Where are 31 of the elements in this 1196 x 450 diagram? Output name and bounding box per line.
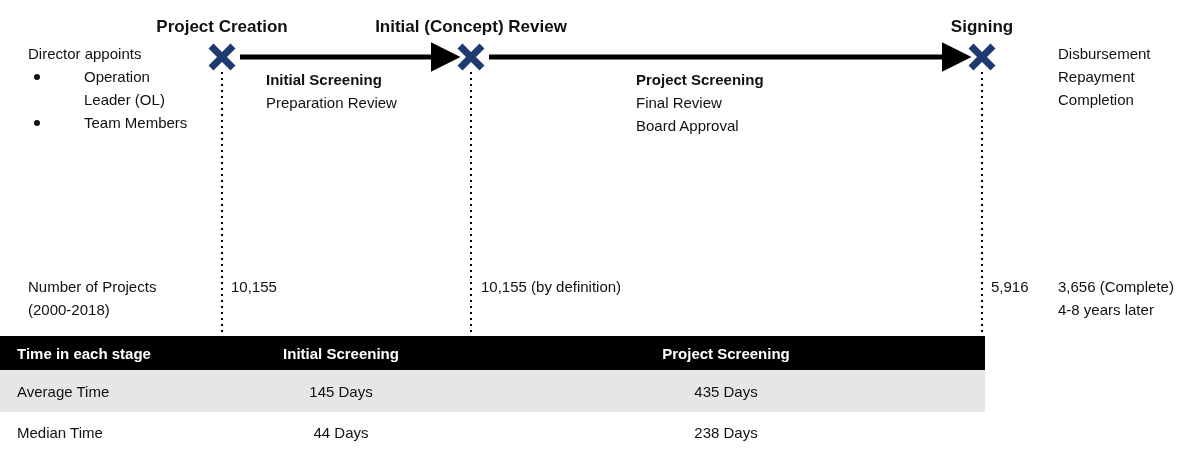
count-value: 3,656 (Complete) (1058, 277, 1174, 297)
milestone-title: Initial (Concept) Review (375, 17, 567, 37)
stage-step: Board Approval (636, 114, 739, 137)
table-header: Time in each stage (17, 344, 151, 364)
table-cell-text: Average Time (17, 382, 110, 402)
outcome-text: Completion (1058, 90, 1134, 110)
table-cell-text: 435 Days (694, 382, 758, 402)
count-value: 10,155 (by definition) (481, 277, 622, 297)
table-cell-text: 44 Days (313, 423, 369, 443)
outcome-text: Repayment (1058, 67, 1135, 87)
bullet-item: Operation Leader (OL) (84, 67, 166, 110)
table-header: Initial Screening (283, 344, 399, 364)
row-label: Number of Projects (2000-2018) (28, 277, 158, 320)
table-cell-text: Median Time (17, 423, 103, 443)
count-value: 10,155 (231, 277, 277, 297)
milestone-title: Signing (950, 17, 1014, 37)
table-header: Project Screening (662, 344, 790, 364)
arrow (240, 42, 461, 72)
outcome-text: Disbursement (1058, 44, 1151, 64)
arrow (489, 42, 972, 72)
milestone-title: Project Creation (156, 17, 288, 37)
count-value: 5,916 (991, 277, 1029, 297)
stage-heading: Initial Screening (266, 70, 382, 90)
bullet-item: Team Members (84, 113, 188, 133)
stage-step: Final Review (636, 91, 722, 114)
note: Director appoints (28, 44, 142, 64)
table-cell-text: 145 Days (309, 382, 373, 402)
table-cell-text: 238 Days (694, 423, 758, 443)
count-value: 4-8 years later (1058, 300, 1154, 320)
stage-heading: Project Screening (636, 70, 764, 90)
stage-step: Preparation Review (266, 91, 397, 114)
